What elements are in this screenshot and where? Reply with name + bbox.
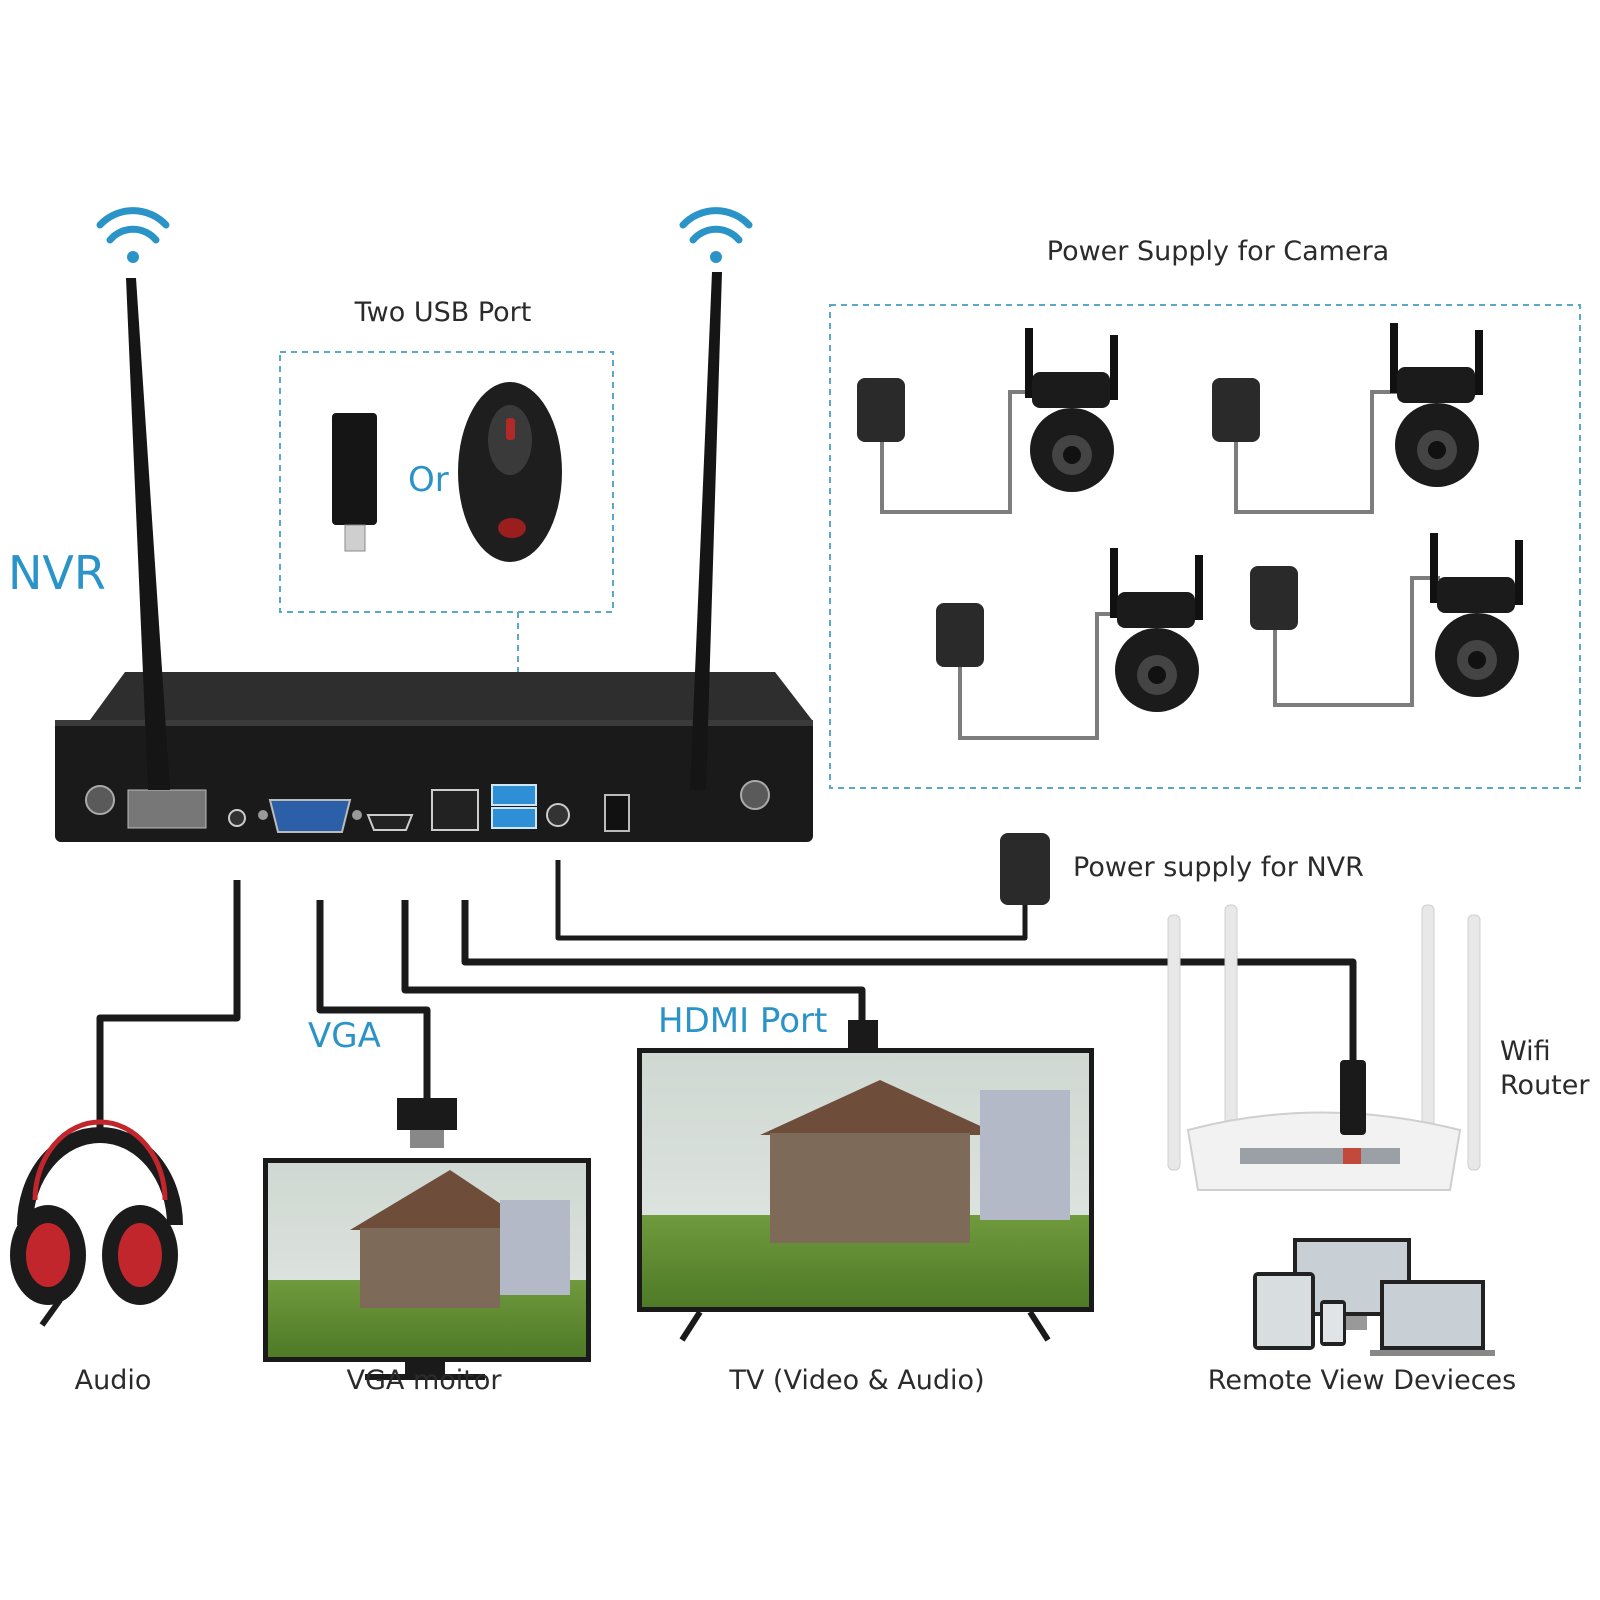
cables xyxy=(96,860,1357,1128)
nvr-power-cable xyxy=(555,860,1028,941)
nvr-label: NVR xyxy=(8,546,106,600)
nvr-antennas xyxy=(126,272,722,790)
monitor-icon xyxy=(263,1158,591,1380)
router-icon xyxy=(1167,904,1481,1191)
power-adapter-icon xyxy=(1212,378,1260,442)
nvr-device xyxy=(55,672,813,842)
camera-icon xyxy=(1110,548,1203,712)
mouse-icon xyxy=(458,382,562,562)
wifi-icon xyxy=(679,207,753,263)
wifi-router-label: Wifi Router xyxy=(1500,1036,1590,1101)
hdmi-port-label: HDMI Port xyxy=(658,1001,828,1041)
power-adapter-icon xyxy=(1000,833,1050,905)
vga-cable xyxy=(316,900,431,1100)
remote-devices-icon xyxy=(1253,1238,1495,1356)
camera-power-cables xyxy=(880,390,1440,740)
usb-stick-icon xyxy=(332,413,377,552)
vga-connector-icon xyxy=(397,1098,457,1148)
hdmi-cable xyxy=(401,900,866,1032)
camera-icon xyxy=(1390,323,1483,487)
headphones-icon xyxy=(10,1119,183,1327)
usb-port-box xyxy=(279,351,614,613)
camera-icon xyxy=(1430,533,1523,697)
audio-cable xyxy=(96,880,241,1128)
two-usb-port-label: Two USB Port xyxy=(354,297,532,328)
camera-power-box xyxy=(829,304,1581,789)
power-supply-nvr-label: Power supply for NVR xyxy=(1073,852,1364,883)
camera-icon xyxy=(1025,328,1118,492)
power-adapter-icon xyxy=(936,603,984,667)
tv-icon xyxy=(637,1048,1094,1342)
power-adapter-icon xyxy=(1250,566,1298,630)
hdmi-connector-icon xyxy=(848,1020,878,1048)
power-supply-camera-label: Power Supply for Camera xyxy=(1046,236,1390,267)
vga-monitor-label: VGA moitor xyxy=(346,1365,502,1396)
audio-label: Audio xyxy=(74,1365,152,1396)
remote-view-label: Remote View Devieces xyxy=(1207,1365,1517,1396)
or-label: Or xyxy=(408,460,449,500)
power-adapter-icon xyxy=(857,378,905,442)
ethernet-cable xyxy=(461,900,1357,1060)
vga-label: VGA xyxy=(308,1016,381,1056)
tv-label: TV (Video & Audio) xyxy=(729,1365,985,1396)
wifi-icon xyxy=(96,207,170,263)
